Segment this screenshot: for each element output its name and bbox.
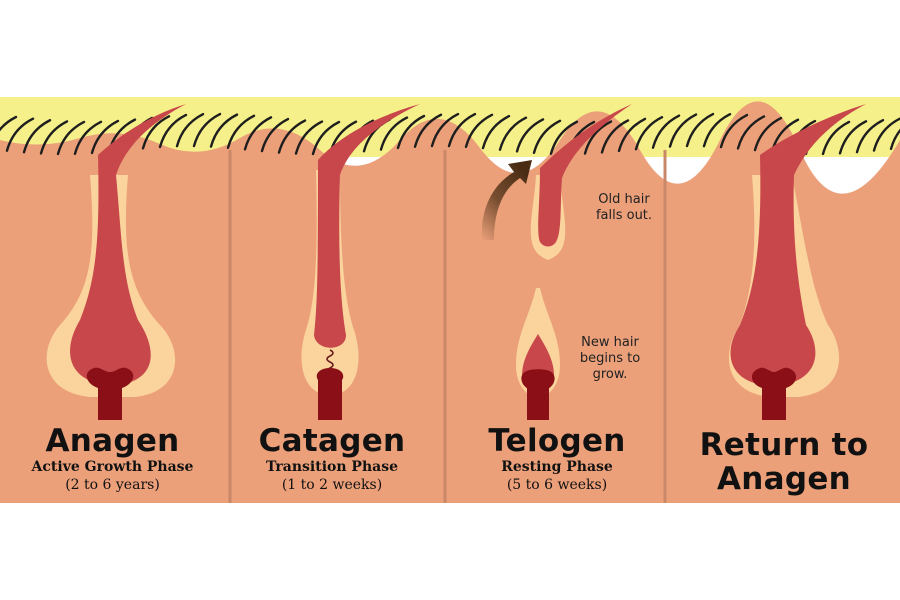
telogen-title: Telogen bbox=[488, 423, 626, 459]
return-anagen-follicle bbox=[728, 104, 866, 420]
telogen-old-hair bbox=[530, 104, 632, 260]
surface-hair-strand bbox=[855, 118, 885, 154]
surface-hair-strand bbox=[702, 113, 732, 148]
surface-hair-strand bbox=[821, 120, 851, 156]
return-anagen-title-1: Return to bbox=[699, 427, 869, 463]
anagen-title: Anagen bbox=[45, 423, 180, 459]
telogen-bulb bbox=[521, 369, 555, 420]
surface-hair-strand bbox=[141, 115, 171, 150]
catagen-title: Catagen bbox=[258, 423, 406, 459]
surface-hair-strand bbox=[294, 120, 324, 155]
surface-hair-strand bbox=[22, 119, 52, 154]
surface-hair-strands bbox=[0, 112, 900, 156]
catagen-bulb bbox=[316, 368, 344, 420]
new-hair-text-2: begins to bbox=[579, 351, 641, 366]
surface-hair-strand bbox=[549, 120, 579, 155]
surface-hair-strand bbox=[413, 113, 443, 148]
shedding-arrow bbox=[481, 160, 532, 240]
surface-hair-strand bbox=[719, 113, 749, 149]
telogen-new-hair bbox=[516, 288, 560, 420]
dermis-layer bbox=[0, 101, 900, 503]
anagen-follicle bbox=[46, 104, 186, 420]
surface-hair-strand bbox=[889, 128, 900, 151]
telogen-subtitle: Resting Phase bbox=[501, 459, 613, 475]
surface-hair-strand bbox=[73, 120, 103, 156]
surface-hair-strand bbox=[396, 114, 426, 150]
old-hair-text-2: falls out. bbox=[595, 208, 653, 223]
new-hair-text-1: New hair bbox=[581, 335, 639, 350]
surface-hair-strand bbox=[226, 114, 256, 149]
old-hair-text-1: Old hair bbox=[598, 192, 650, 207]
surface-hair-strand bbox=[515, 118, 545, 153]
new-hair-annotation: New hair begins to grow. bbox=[560, 335, 660, 383]
surface-hair-strand bbox=[430, 112, 460, 148]
surface-hair-strand bbox=[634, 116, 664, 151]
surface-hair-strand bbox=[685, 112, 715, 148]
surface-hair-strand bbox=[498, 116, 528, 151]
surface-hair-strand bbox=[447, 112, 477, 148]
anagen-subtitle: Active Growth Phase bbox=[31, 459, 194, 475]
catagen-hair-shaft bbox=[314, 104, 420, 348]
anagen-bulb bbox=[86, 367, 134, 420]
surface-hair-strand bbox=[158, 113, 188, 149]
anagen-duration: (2 to 6 years) bbox=[65, 477, 160, 493]
surface-hair-strand bbox=[209, 113, 239, 148]
return-anagen-label: Return to Anagen bbox=[668, 428, 900, 496]
anagen-hair-shaft bbox=[70, 104, 186, 386]
catagen-follicle bbox=[301, 104, 420, 420]
surface-hair-strand bbox=[243, 116, 273, 151]
surface-hair-strand bbox=[532, 119, 562, 155]
surface-hair-strand bbox=[5, 117, 35, 152]
surface-hair-strand bbox=[0, 115, 18, 132]
telogen-old-hair-shaft bbox=[538, 104, 632, 247]
surface-hair-strand bbox=[651, 114, 681, 149]
old-hair-annotation: Old hair falls out. bbox=[576, 192, 672, 224]
surface-hair-strand bbox=[192, 112, 222, 148]
new-hair-text-3: grow. bbox=[592, 367, 628, 382]
surface-hair-strand bbox=[56, 120, 86, 156]
surface-hair-strand bbox=[260, 117, 290, 153]
surface-hair-strand bbox=[617, 117, 647, 153]
surface-hair-strand bbox=[600, 119, 630, 154]
surface-hair-strand bbox=[872, 117, 900, 152]
surface-hair-strand bbox=[838, 120, 868, 155]
surface-hair-strand bbox=[277, 119, 307, 154]
surface-hair-strand bbox=[583, 120, 613, 155]
surface-hair-strand bbox=[464, 113, 494, 149]
surface-hair-strand bbox=[311, 120, 341, 156]
telogen-duration: (5 to 6 weeks) bbox=[506, 477, 608, 493]
return-anagen-hair-shaft bbox=[730, 104, 866, 386]
anagen-label: Anagen Active Growth Phase (2 to 6 years… bbox=[0, 424, 225, 494]
surface-hair-strand bbox=[736, 115, 766, 150]
surface-hair-strand bbox=[753, 116, 783, 152]
telogen-label: Telogen Resting Phase (5 to 6 weeks) bbox=[447, 424, 667, 494]
return-anagen-title-2: Anagen bbox=[716, 461, 852, 497]
surface-hair-strand bbox=[668, 113, 698, 148]
surface-hair-strand bbox=[379, 116, 409, 151]
catagen-subtitle: Transition Phase bbox=[266, 459, 398, 475]
surface-hair-strand bbox=[39, 120, 69, 155]
catagen-label: Catagen Transition Phase (1 to 2 weeks) bbox=[222, 424, 442, 494]
catagen-duration: (1 to 2 weeks) bbox=[281, 477, 383, 493]
surface-hair-strand bbox=[481, 114, 511, 150]
return-anagen-bulb bbox=[751, 367, 797, 420]
surface-hair-strand bbox=[90, 119, 120, 155]
surface-hair-strand bbox=[175, 112, 205, 148]
